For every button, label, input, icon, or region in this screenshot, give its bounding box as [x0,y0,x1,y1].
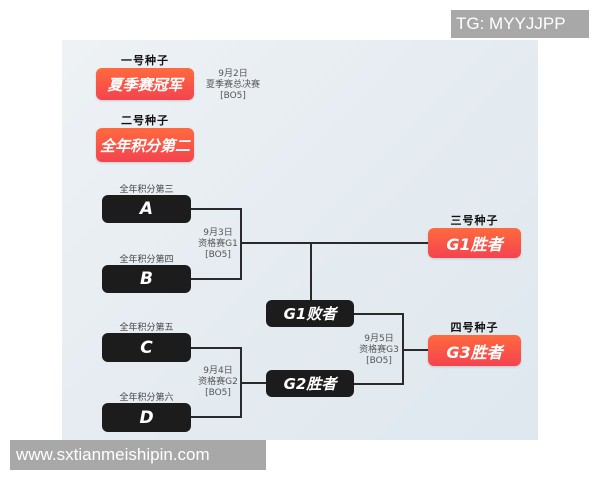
seed-4-box: G3胜者 [428,335,521,366]
seed-1-box: 夏季赛冠军 [96,68,194,100]
team-b-box: B [102,265,191,293]
finals-info: 9月2日 夏季赛总决赛 [BO5] [200,69,266,102]
g3-name: 资格赛G3 [359,345,399,355]
finals-format: [BO5] [220,91,246,101]
team-c-box: C [102,333,191,362]
g1-loser-connector [310,242,312,300]
g1-match-info: 9月3日 资格赛G1 [BO5] [196,228,240,261]
team-c-rank: 全年积分第五 [119,323,174,333]
g1-connector-a [191,208,242,210]
finals-name: 夏季赛总决赛 [205,80,260,90]
g1-connector-b [191,278,242,280]
g1-connector-vertical [240,208,242,280]
g3-match-info: 9月5日 资格赛G3 [BO5] [357,334,401,367]
watermark-bottom-left: www.sxtianmeishipin.com [10,440,266,470]
g3-format: [BO5] [366,356,392,366]
g3-connector-top [354,313,404,315]
g3-date: 9月5日 [364,334,394,344]
g3-winner-connector [402,349,428,351]
finals-date: 9月2日 [218,69,248,79]
seed-2-box: 全年积分第二 [96,128,194,162]
seed-3-label: 三号种子 [450,214,499,227]
g2-connector-c [191,347,242,349]
team-b-rank: 全年积分第四 [119,255,174,265]
g2-winner-connector [240,382,266,384]
g2-match-info: 9月4日 资格赛G2 [BO5] [196,366,240,399]
seed-2-label: 二号种子 [121,114,169,127]
seed-3-box: G1胜者 [428,228,521,258]
watermark-top-right: TG: MYYJJPP [451,10,589,38]
team-d-box: D [102,403,191,432]
team-d-rank: 全年积分第六 [119,393,174,403]
g1-name: 资格赛G1 [198,239,238,249]
g1-loser-box: G1败者 [266,300,354,327]
g2-connector-d [191,416,242,418]
seed-4-label: 四号种子 [450,321,499,334]
g1-date: 9月3日 [203,228,233,238]
g3-connector-bottom [354,383,404,385]
g2-format: [BO5] [205,388,231,398]
g2-date: 9月4日 [203,366,233,376]
g2-winner-box: G2胜者 [266,370,354,397]
g1-winner-connector [240,242,428,244]
g2-name: 资格赛G2 [198,377,238,387]
g1-format: [BO5] [205,250,231,260]
seed-1-label: 一号种子 [121,54,169,67]
team-a-box: A [102,195,191,223]
team-a-rank: 全年积分第三 [119,185,174,195]
